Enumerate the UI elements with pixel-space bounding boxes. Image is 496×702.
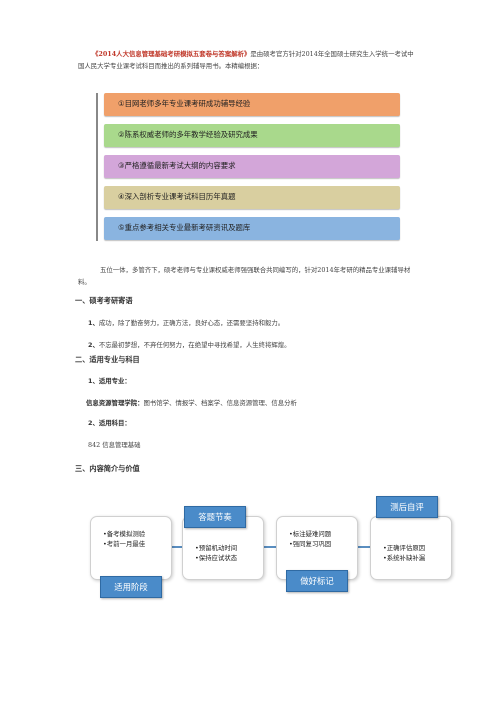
majors-line: 信息资源管理学院：图书馆学、情报学、档案学、信息资源管理、信息分析 bbox=[86, 398, 297, 407]
panel-line: •标注疑难问题 bbox=[289, 530, 332, 538]
basis-item-5: ⑤重点参考相关专业最新考研资讯及题库 bbox=[104, 217, 400, 240]
cycle-tag-review: 测后自评 bbox=[376, 496, 438, 518]
section-heading-1: 一、硕考考研寄语 bbox=[75, 296, 133, 305]
cycle-tag-rhythm: 答题节奏 bbox=[184, 506, 246, 528]
cycle-tag-marking: 做好标记 bbox=[286, 570, 348, 592]
panel-line: •强同复习巩固 bbox=[289, 540, 332, 548]
basis-item-label: ②陈系权威老师的多年教学经验及研究成果 bbox=[118, 130, 258, 139]
basis-list-diagram: ①目网老师多年专业课考研成功辅导经验 ②陈系权威老师的多年教学经验及研究成果 ③… bbox=[92, 93, 400, 253]
intro-paragraph: 《2014人大信息管理基础考研模拟五套卷与答案解析》是由硕考官方针对2014年全… bbox=[78, 48, 420, 72]
list-item: 2、不忘最初梦想，不弃任何努力，在绝望中寻找希望，人生终将辉煌。 bbox=[88, 340, 291, 349]
panel-line: •系统补缺补漏 bbox=[383, 554, 426, 562]
dept-name: 信息资源管理学院： bbox=[86, 399, 144, 407]
basis-item-4: ④深入剖析专业课考试科目历年真题 bbox=[104, 186, 400, 209]
subject-text: 842 信息管理基础 bbox=[88, 441, 141, 449]
basis-item-1: ①目网老师多年专业课考研成功辅导经验 bbox=[104, 93, 400, 116]
section-heading-2: 二、适用专业与科目 bbox=[75, 355, 140, 364]
majors-text: 图书馆学、情报学、档案学、信息资源管理、信息分析 bbox=[143, 399, 297, 407]
major-label: 1、适用专业： bbox=[88, 376, 131, 385]
basis-item-label: ①目网老师多年专业课考研成功辅导经验 bbox=[118, 99, 251, 108]
major-label-text: 1、适用专业： bbox=[88, 377, 131, 385]
basis-item-label: ③严格遵循最新考试大纲的内容要求 bbox=[118, 161, 236, 170]
cycle-connector bbox=[170, 546, 182, 548]
diagram-connector-line bbox=[96, 93, 98, 241]
cycle-tag-stage: 适用阶段 bbox=[100, 576, 162, 598]
intro-text: 是由硕考官方针对2014年全国硕士研究生入学统一考试中国人民大学专业课考试科目而… bbox=[78, 50, 414, 70]
list-item-text: 不忘最初梦想，不弃任何努力，在绝望中寻找希望，人生终将辉煌。 bbox=[98, 341, 291, 349]
cycle-connector bbox=[264, 546, 276, 548]
list-item-text: 成功，除了勤奋努力，正确方法，良好心态，还需要坚持和毅力。 bbox=[98, 319, 285, 327]
basis-item-label: ④深入剖析专业课考试科目历年真题 bbox=[118, 192, 236, 201]
basis-item-3: ③严格遵循最新考试大纲的内容要求 bbox=[104, 155, 400, 178]
subject-label-text: 2、适用科目： bbox=[88, 419, 131, 427]
cycle-panel-4: •正确评估原因 •系统补缺补漏 bbox=[370, 516, 452, 580]
list-item: 1、成功，除了勤奋努力，正确方法，良好心态，还需要坚持和毅力。 bbox=[88, 318, 284, 327]
panel-line: •保持应试状态 bbox=[195, 554, 238, 562]
study-cycle-diagram: •备考模拟测验 •考前一月最佳 •预留机动时间 •保持应试状态 •标注疑难问题 … bbox=[88, 496, 452, 608]
cycle-connector bbox=[358, 546, 370, 548]
cycle-panel-1: •备考模拟测验 •考前一月最佳 bbox=[90, 516, 172, 580]
list-item-number: 2、 bbox=[88, 341, 99, 349]
book-title: 《2014人大信息管理基础考研模拟五套卷与答案解析》 bbox=[92, 50, 251, 58]
panel-line: •备考模拟测验 bbox=[103, 530, 146, 538]
summary-paragraph: 五位一体，多管齐下，硕考老师与专业课权威老师强强联合共同编写的，针对2014年考… bbox=[78, 266, 411, 286]
panel-line: •预留机动时间 bbox=[195, 544, 238, 552]
list-item-number: 1、 bbox=[88, 319, 99, 327]
panel-line: •考前一月最佳 bbox=[103, 540, 146, 548]
section-heading-3: 三、内容简介与价值 bbox=[75, 464, 140, 473]
subject-label: 2、适用科目： bbox=[88, 418, 131, 427]
basis-item-2: ②陈系权威老师的多年教学经验及研究成果 bbox=[104, 124, 400, 147]
basis-item-label: ⑤重点参考相关专业最新考研资讯及题库 bbox=[118, 223, 251, 232]
panel-line: •正确评估原因 bbox=[383, 544, 426, 552]
